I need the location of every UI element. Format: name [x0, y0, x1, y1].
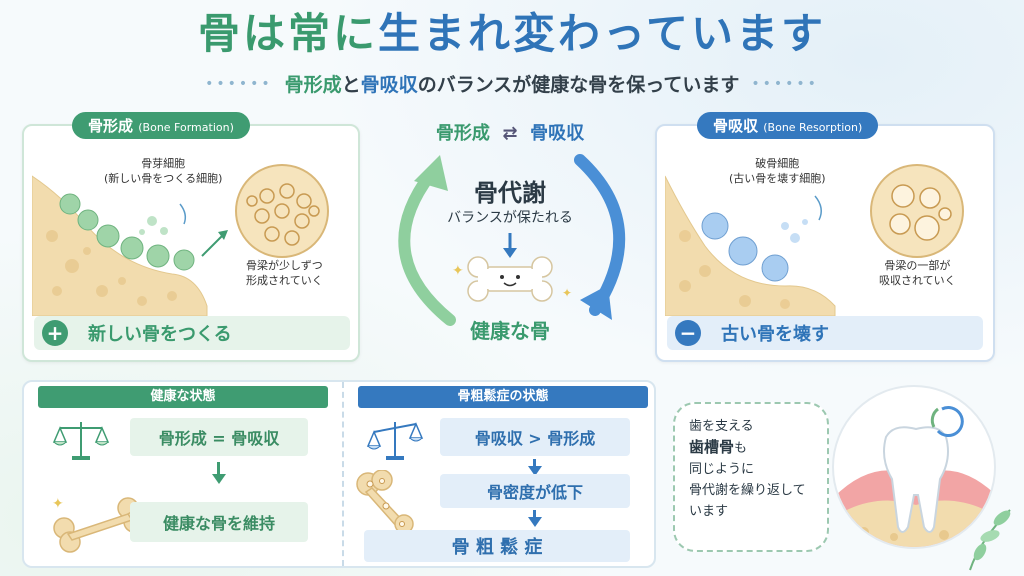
resorption-result-label: 骨梁の一部が吸収されていく: [879, 259, 956, 287]
formation-panel: 骨形成 (Bone Formation) 骨芽細胞(新しい骨をつくる細胞) 骨梁…: [22, 112, 360, 362]
dots-right: ••••••: [751, 75, 819, 92]
cycle-arrows-icon: ✦ ✦: [398, 154, 626, 326]
osteoporosis-heading: 骨粗鬆症の状態: [358, 386, 648, 408]
healthy-column: 健康な状態 骨形成 = 骨吸収 ✦ 健康な骨を維持: [24, 382, 340, 566]
osteoclast-label: 破骨細胞(古い骨を壊す細胞): [729, 157, 826, 185]
formation-pill: 骨形成 (Bone Formation): [72, 112, 250, 139]
arrow-down-icon: [528, 517, 542, 527]
exchange-arrows-icon: ⇄: [502, 123, 518, 144]
osteoporosis-equation: 骨吸収 > 骨形成: [440, 418, 630, 456]
healthy-equation: 骨形成 = 骨吸収: [130, 418, 308, 456]
formation-action: + 新しい骨をつくる: [34, 316, 350, 350]
svg-text:✦: ✦: [52, 496, 64, 512]
dots-left: ••••••: [205, 75, 273, 92]
osteoporosis-result: 骨 粗 鬆 症: [364, 530, 630, 562]
bone-icon: [467, 256, 553, 302]
osteoporosis-column: 骨粗鬆症の状態 骨吸収 > 骨形成 骨密度が低下 骨 粗 鬆 症: [342, 382, 656, 566]
tooth-illustration: [832, 385, 996, 549]
comparison-panel: 健康な状態 骨形成 = 骨吸収 ✦ 健康な骨を維持 骨粗鬆症の状態: [22, 380, 656, 568]
arrow-down-icon: [528, 466, 542, 476]
osteoporosis-step: 骨密度が低下: [440, 474, 630, 508]
scale-icon: [366, 422, 424, 460]
page-title: 骨は常に生まれ変わっています: [198, 9, 826, 58]
osteoblast-label: 骨芽細胞(新しい骨をつくる細胞): [104, 157, 223, 185]
minus-icon: −: [675, 320, 701, 346]
bone-metabolism-cycle: 骨形成 ⇄ 骨吸収 ✦ ✦ 骨代謝 バランスが保たれる 健康な骨: [380, 115, 640, 355]
cycle-title: 骨代謝: [474, 179, 546, 207]
formation-result-label: 骨梁が少しずつ形成されていく: [246, 259, 323, 287]
subtitle: •••••• 骨形成と骨吸収のバランスが健康な骨を保っています ••••••: [205, 74, 819, 96]
cycle-result: 健康な骨: [470, 319, 550, 343]
porous-bone-icon: [356, 470, 414, 534]
alveolar-bone-bubble: 歯を支える 歯槽骨も 同じように 骨代謝を繰り返して います: [673, 402, 829, 552]
arrow-down-icon: [212, 474, 226, 484]
cycle-subtitle: バランスが保たれる: [447, 210, 573, 226]
svg-text:✦: ✦: [562, 286, 572, 300]
healthy-heading: 健康な状態: [38, 386, 328, 408]
resorption-action: − 古い骨を壊す: [667, 316, 983, 350]
resorption-pill: 骨吸収 (Bone Resorption): [697, 112, 879, 139]
scale-icon: [52, 422, 110, 460]
healthy-result: 健康な骨を維持: [130, 502, 308, 542]
sparkle-icon: ✦: [452, 263, 464, 279]
cycle-arrows-icon: [930, 406, 964, 437]
osteoclast-illustration: [665, 164, 964, 316]
plus-icon: +: [42, 320, 68, 346]
resorption-panel: 骨吸収 (Bone Resorption) 破骨細胞(古い骨を壊す細胞) 骨梁の…: [655, 112, 995, 362]
tooth-icon: [834, 406, 994, 547]
osteoblast-illustration: [32, 164, 329, 316]
leaf-icon: [969, 509, 1011, 571]
